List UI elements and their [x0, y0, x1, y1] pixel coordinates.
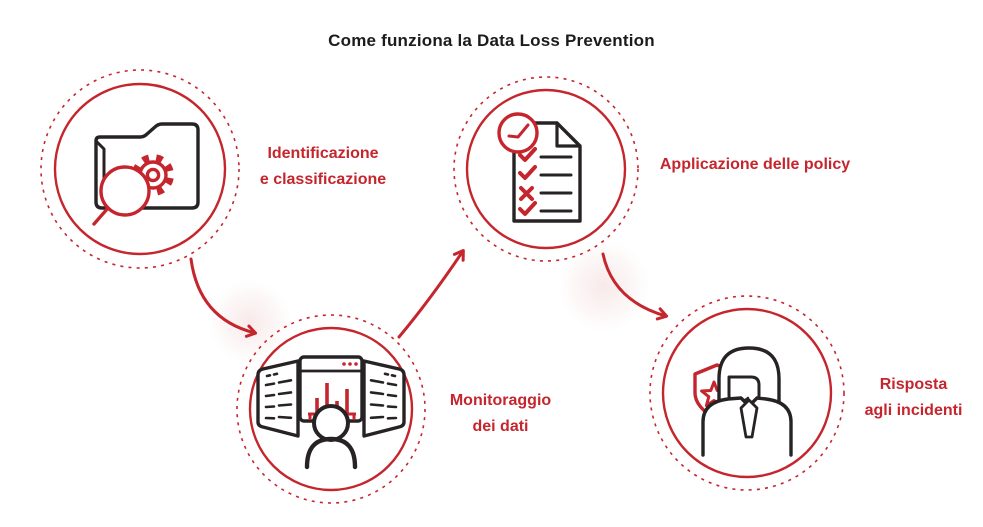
arrow-step2-to-step3 [397, 248, 465, 339]
step-label-risposta: Risposta agli incidenti [864, 376, 963, 419]
left-monitor-icon [256, 359, 300, 438]
analyst-person-icon [304, 404, 358, 470]
step-monitoraggio-node [236, 314, 426, 504]
step-label-policy: Applicazione delle policy [659, 156, 851, 173]
step-risposta-node [649, 295, 845, 491]
arrow-step1-to-step2 [189, 257, 258, 338]
check-marks-icon [518, 147, 537, 216]
step-policy-node [453, 76, 639, 262]
checklist-clock-icon [497, 112, 582, 223]
step-identificazione-node [40, 69, 240, 269]
decor-blob [208, 280, 292, 364]
diagram-title: Come funziona la Data Loss Prevention [328, 31, 655, 50]
dashed-ring [649, 295, 845, 491]
dashed-ring [453, 76, 639, 262]
arrow-step3-to-step4 [601, 252, 669, 321]
dashed-ring [236, 314, 426, 504]
folder-flap [95, 140, 106, 184]
person-shield-star-icon [693, 346, 793, 457]
analyst-monitors-icon [256, 355, 406, 470]
folder-icon [94, 122, 200, 210]
step-label-monitoraggio: Monitoraggio dei dati [449, 392, 552, 435]
folder-search-gear-icon [92, 122, 200, 226]
center-monitor-icon [298, 355, 364, 423]
checklist-rows [518, 147, 573, 216]
dashed-ring [40, 69, 240, 269]
list-lines [539, 155, 573, 213]
clock-icon [497, 112, 539, 154]
window-dots-icon [342, 362, 358, 366]
magnifier-icon [92, 165, 151, 226]
right-monitor-icon [362, 359, 406, 438]
decor-blob [558, 240, 650, 332]
step-label-identificazione: Identificazione e classificazione [259, 145, 387, 188]
tie-icon [739, 398, 759, 439]
